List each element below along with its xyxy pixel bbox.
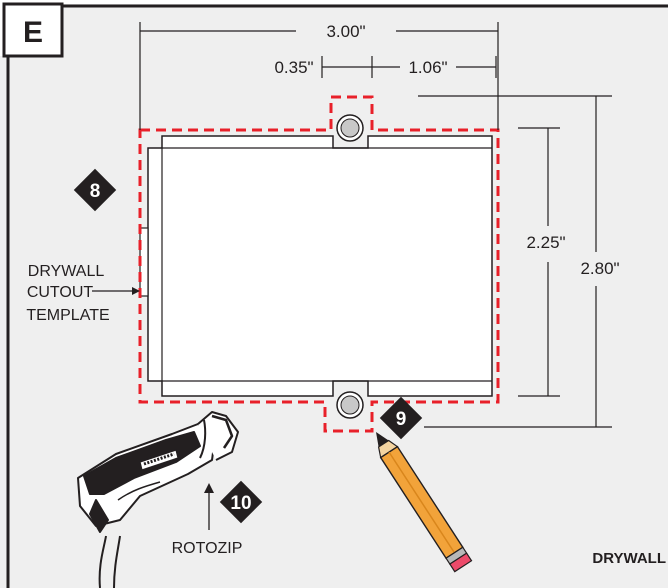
total-width-label: 3.00"	[326, 22, 365, 41]
surface-label: DRYWALL	[592, 550, 666, 567]
outer-height-label: 2.80"	[580, 259, 619, 278]
tool-label: ROTOZIP	[172, 540, 243, 557]
rotozip-tool-icon	[77, 411, 239, 588]
template-label-line1: DRYWALL	[28, 263, 105, 280]
step-8-number: 8	[90, 181, 101, 202]
cut-line	[138, 95, 500, 433]
template-label-line3: TEMPLATE	[26, 307, 109, 324]
top-screw-icon	[340, 118, 360, 138]
template-body	[147, 135, 493, 397]
left-offset-label: 0.35"	[274, 58, 313, 77]
right-offset-label: 1.06"	[408, 58, 447, 77]
bottom-screw-icon	[340, 395, 360, 415]
tool-arrow-head-icon	[204, 483, 214, 493]
step-10-number: 10	[230, 493, 251, 514]
step-8-badge	[73, 168, 117, 212]
pencil-icon	[376, 432, 473, 573]
panel-letter: E	[23, 16, 43, 49]
inner-height-label: 2.25"	[526, 233, 565, 252]
step-9-badge	[379, 396, 423, 440]
corner-tab-border	[2, 2, 64, 58]
step-9-number: 9	[396, 409, 407, 430]
template-label-line2: CUTOUT	[27, 284, 94, 301]
template-arrow-head-icon	[132, 287, 140, 295]
